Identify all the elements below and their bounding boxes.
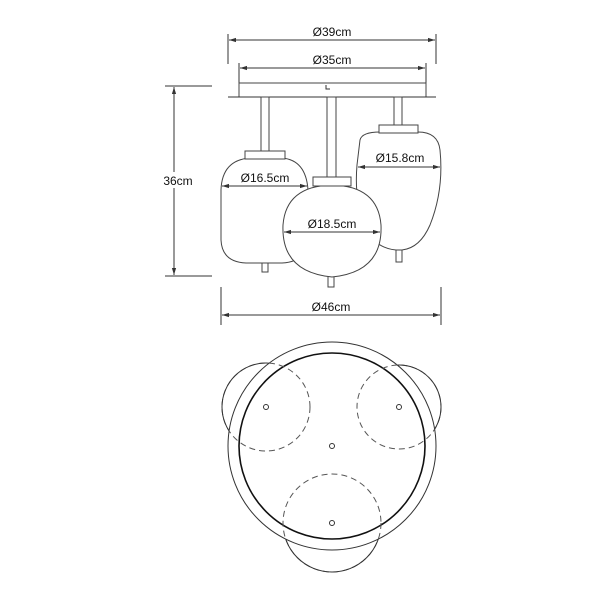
canopy	[238, 82, 427, 98]
side-view: Ø39cm Ø35cm 36cm Ø15.8cm	[160, 25, 442, 325]
pendant-middle: Ø18.5cm	[282, 96, 382, 288]
dimension-overall-width: Ø46cm	[220, 287, 442, 325]
dimension-label: 36cm	[163, 174, 192, 188]
canopy-outer-circle	[227, 341, 437, 551]
dimension-height: 36cm	[160, 85, 212, 277]
center-mount-hole	[329, 443, 335, 449]
shade-outline-bottom	[282, 473, 382, 573]
shade-outline-left	[221, 362, 311, 452]
shade-outline-right	[356, 364, 442, 450]
dimension-label: Ø39cm	[313, 25, 352, 39]
dimension-label: Ø35cm	[313, 53, 352, 67]
canopy-inner-circle	[238, 352, 426, 540]
screw-mark	[325, 85, 330, 90]
dimension-label: Ø18.5cm	[308, 217, 357, 231]
dimension-canopy-outer: Ø39cm	[227, 25, 437, 64]
dimension-label: Ø15.8cm	[376, 151, 425, 165]
dimension-canopy-inner: Ø35cm	[238, 53, 427, 83]
dimension-label: Ø46cm	[312, 300, 351, 314]
dimension-label: Ø16.5cm	[241, 171, 290, 185]
top-view	[221, 341, 442, 573]
